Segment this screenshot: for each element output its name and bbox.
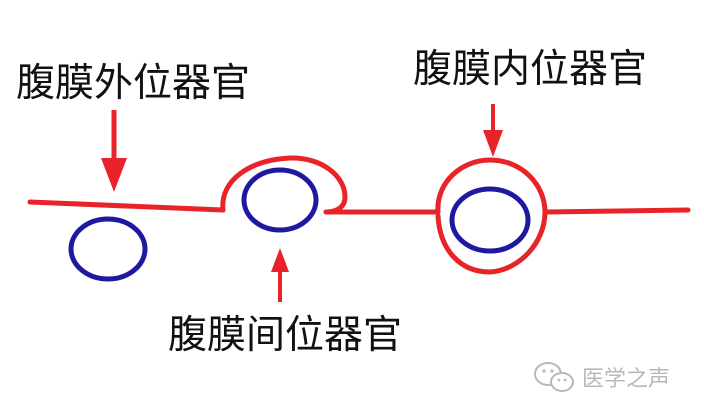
watermark: 医学之声: [534, 362, 670, 392]
arrow-intraperitoneal: [483, 104, 503, 157]
arrow-interperitoneal: [271, 248, 289, 302]
wechat-icon: [534, 362, 574, 392]
interperitoneal-organ: [241, 167, 319, 233]
label-intraperitoneal: 腹膜内位器官: [413, 47, 647, 92]
label-interperitoneal: 腹膜间位器官: [168, 313, 402, 358]
arrow-retroperitoneal: [101, 110, 127, 192]
watermark-text: 医学之声: [582, 367, 670, 392]
label-retroperitoneal: 腹膜外位器官: [16, 61, 250, 106]
peritoneum-line-left: [27, 199, 226, 213]
intraperitoneal-organ: [449, 186, 531, 254]
retroperitoneal-organ: [68, 216, 148, 282]
peritoneum-fold-interperitoneal: [220, 155, 348, 215]
peritoneum-line-right: [542, 207, 691, 215]
